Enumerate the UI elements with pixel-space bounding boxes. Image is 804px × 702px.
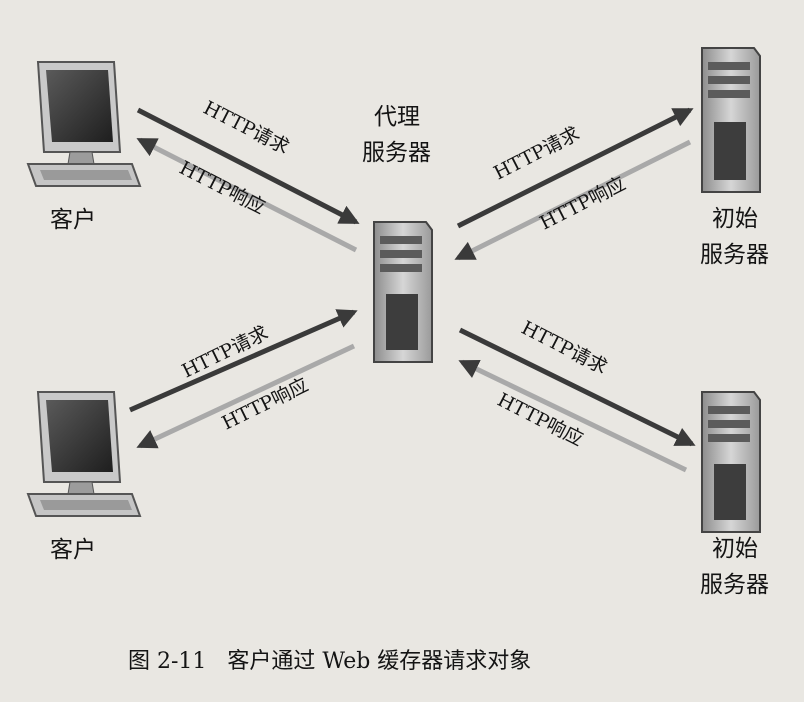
origin-server-bottom-label-line1: 初始 xyxy=(712,536,758,562)
arrow-response-proxy-to-client-bottom xyxy=(136,343,356,449)
label-request-origin-top: HTTP请求 xyxy=(490,123,583,185)
client-top-computer-icon xyxy=(26,61,142,187)
arrow-response-origin-top-to-proxy xyxy=(454,139,692,261)
arrow-request-client-top-to-proxy xyxy=(136,107,360,225)
arrow-request-proxy-to-origin-bottom xyxy=(458,327,696,447)
proxy-label-line2: 服务器 xyxy=(362,140,431,166)
label-request-origin-bottom: HTTP请求 xyxy=(518,317,611,379)
proxy-server-icon xyxy=(373,221,433,363)
arrow-response-origin-bottom-to-proxy xyxy=(458,359,688,473)
arrow-request-proxy-to-origin-top xyxy=(456,107,694,229)
origin-server-top-label-line1: 初始 xyxy=(712,206,758,232)
label-response-client-top: HTTP响应 xyxy=(176,157,269,219)
arrow-response-proxy-to-client-top xyxy=(136,137,358,253)
arrow-request-client-bottom-to-proxy xyxy=(128,309,358,413)
client-bottom-label: 客户 xyxy=(50,537,96,563)
origin-server-top-label-line2: 服务器 xyxy=(700,242,769,268)
origin-server-top-icon xyxy=(701,47,761,193)
client-bottom-computer-icon xyxy=(26,391,142,517)
origin-server-bottom-icon xyxy=(701,391,761,533)
proxy-label-line1: 代理 xyxy=(374,104,420,130)
origin-server-bottom-label-line2: 服务器 xyxy=(700,572,769,598)
client-top-label: 客户 xyxy=(50,207,96,233)
figure-caption: 图 2-11 客户通过 Web 缓存器请求对象 xyxy=(128,649,531,674)
